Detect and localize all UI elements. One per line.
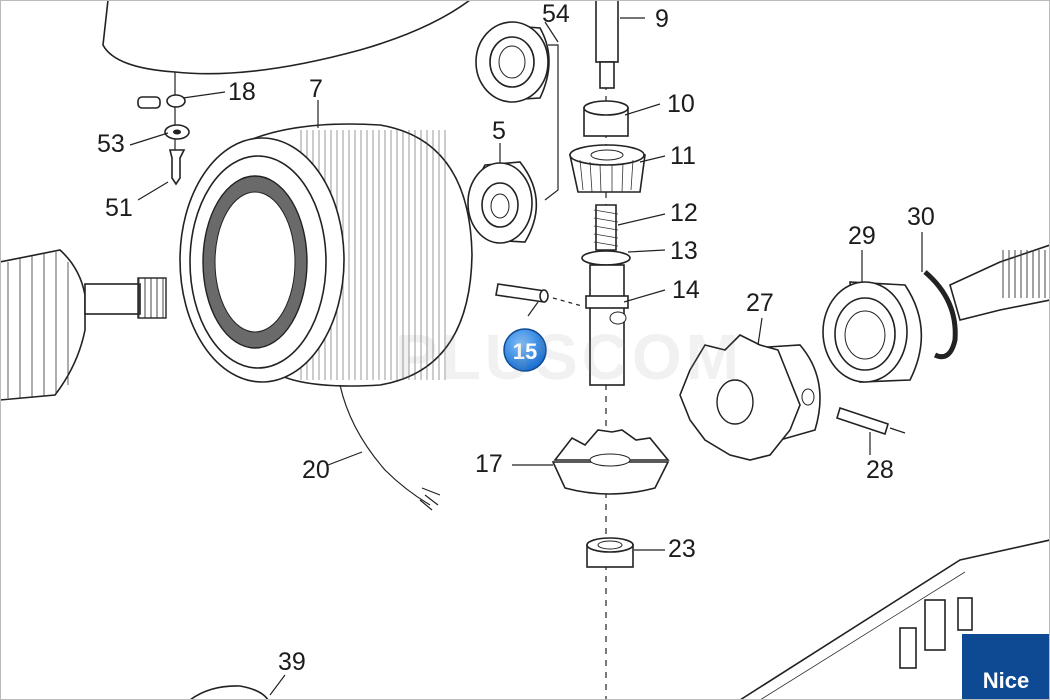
label-23-text: 23: [668, 535, 696, 563]
bearing-5: [467, 161, 538, 244]
rotor-assembly: [0, 249, 167, 401]
label-5-text: 5: [492, 117, 506, 145]
label-29-text: 29: [848, 222, 876, 250]
bushing-23: [586, 537, 634, 568]
label-39[interactable]: 39: [278, 648, 306, 676]
label-10[interactable]: 10: [667, 90, 695, 118]
label-13-text: 13: [670, 237, 698, 265]
label-30-text: 30: [907, 203, 935, 231]
output-shaft: [949, 244, 1050, 321]
label-5[interactable]: 5: [492, 117, 506, 145]
label-54[interactable]: 54: [542, 0, 570, 28]
label-20[interactable]: 20: [302, 456, 330, 484]
pin-28: [836, 406, 906, 436]
vertical-shaft-assembly: [569, 0, 646, 700]
label-53-text: 53: [97, 130, 125, 158]
label-28-text: 28: [866, 456, 894, 484]
label-11[interactable]: 11: [670, 142, 696, 170]
label-30[interactable]: 30: [907, 203, 935, 231]
label-28[interactable]: 28: [866, 456, 894, 484]
bearing-54: [475, 21, 550, 103]
label-17[interactable]: 17: [475, 450, 503, 478]
label-17-text: 17: [475, 450, 503, 478]
label-12[interactable]: 12: [670, 199, 698, 227]
label-20-text: 20: [302, 456, 330, 484]
housing-cover: [102, 0, 472, 75]
brand-logo: Nice: [962, 634, 1050, 700]
label-27-text: 27: [746, 289, 774, 317]
pin-15: [495, 283, 583, 307]
hotspot-15-text: 15: [513, 339, 537, 364]
label-53[interactable]: 53: [97, 130, 125, 158]
label-29[interactable]: 29: [848, 222, 876, 250]
label-7[interactable]: 7: [309, 75, 323, 103]
label-11-text: 11: [670, 142, 696, 170]
label-7-text: 7: [309, 75, 323, 103]
label-12-text: 12: [670, 199, 698, 227]
bevel-gear-17: [551, 429, 670, 495]
label-18[interactable]: 18: [228, 78, 256, 106]
label-51-text: 51: [105, 194, 133, 222]
label-9[interactable]: 9: [655, 5, 669, 33]
label-51[interactable]: 51: [105, 194, 133, 222]
part-39: [188, 685, 269, 700]
label-39-text: 39: [278, 648, 306, 676]
label-14-text: 14: [672, 276, 700, 304]
circlip-30: [923, 270, 958, 360]
label-13[interactable]: 13: [670, 237, 698, 265]
label-18-text: 18: [228, 78, 256, 106]
small-fasteners: [137, 72, 190, 186]
label-54-text: 54: [542, 0, 570, 28]
leader-lines: [129, 17, 923, 696]
bearing-29: [822, 281, 923, 383]
motor-wire: [339, 384, 431, 506]
label-27[interactable]: 27: [746, 289, 774, 317]
label-14[interactable]: 14: [672, 276, 700, 304]
label-9-text: 9: [655, 5, 669, 33]
label-23[interactable]: 23: [668, 535, 696, 563]
stator-winding: [179, 123, 473, 387]
hotspot-15[interactable]: 15: [503, 328, 547, 372]
bevel-gear-27: [679, 334, 821, 461]
label-10-text: 10: [667, 90, 695, 118]
